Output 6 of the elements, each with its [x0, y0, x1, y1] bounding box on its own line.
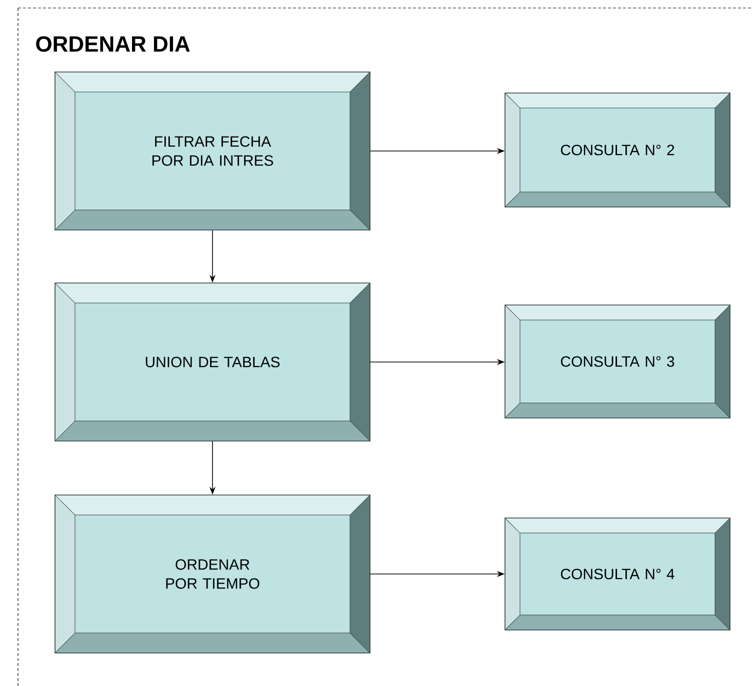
- process-box: ORDENAR POR TIEMPO: [54, 494, 370, 654]
- process-box: CONSULTA N° 2: [504, 92, 730, 208]
- process-box: CONSULTA N° 3: [504, 304, 730, 418]
- process-box: CONSULTA N° 4: [504, 518, 730, 630]
- process-box: UNION DE TABLAS: [54, 282, 370, 442]
- process-box: FILTRAR FECHA POR DIA INTRES: [54, 72, 370, 230]
